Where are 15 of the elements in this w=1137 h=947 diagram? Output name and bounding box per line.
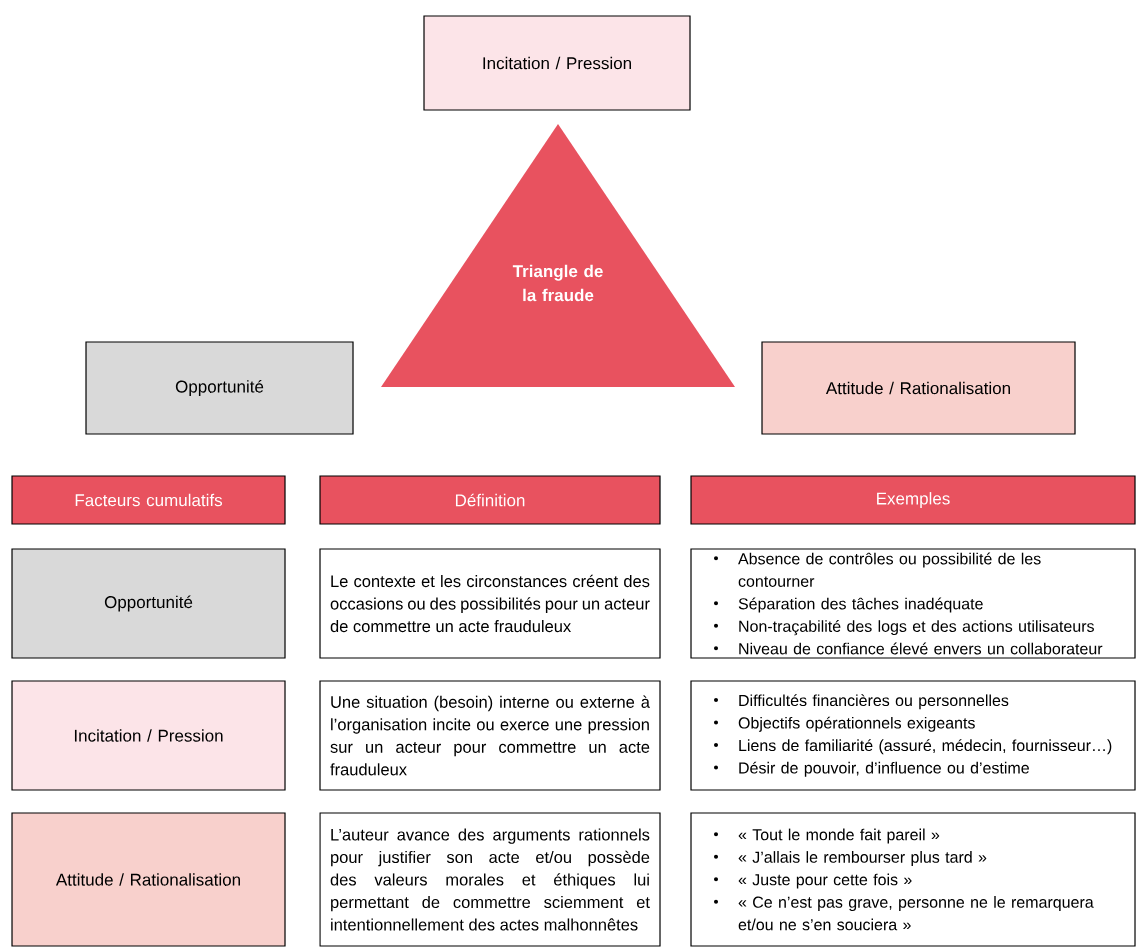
factor-box: Opportunité [85, 341, 354, 435]
column-header: Définition [319, 475, 661, 525]
factor-box: Incitation / Pression [11, 680, 286, 791]
definition-box: Une situation (besoin) interne ou externe à l’organisation incite ou exerce une pression sur un acteur pour commettre un acte frauduleux [319, 680, 661, 791]
column-header: Exemples [690, 475, 1136, 525]
factor-box: Incitation / Pression [423, 15, 691, 111]
definition-box: L’auteur avance des arguments rationnels pour justifier son acte et/ou possède des valeurs morales et éthiques lui permettant de commettre sciemment et intentionnellement des actes malhonnêtes [319, 812, 661, 947]
factor-box: Opportunité [11, 548, 286, 659]
definition-box: Le contexte et les circonstances créent des occasions ou des possibilités pour un acteur de commettre un acte frauduleux [319, 548, 661, 659]
example-list-box: « Tout le monde fait pareil » « J’allais le rembourser plus tard » « Juste pour cette fois » « Ce n’est pas grave, personne ne le remarquera et/ou ne s’en souciera » [690, 812, 1136, 947]
factor-box: Attitude / Rationalisation [11, 812, 286, 947]
example-list-box: Difficultés financières ou personnelles Objectifs opérationnels exigeants Liens de familiarité (assuré, médecin, fournisseur…) Désir de pouvoir, d’influence ou d’estime [690, 680, 1136, 791]
example-list-box: Absence de contrôles ou possibilité de les contourner Séparation des tâches inadéquate Non-traçabilité des logs et des actions utilisateurs Niveau de confiance élevé envers un collaborateur [690, 548, 1136, 659]
column-header: Facteurs cumulatifs [11, 475, 286, 525]
factor-box: Attitude / Rationalisation [761, 341, 1076, 435]
